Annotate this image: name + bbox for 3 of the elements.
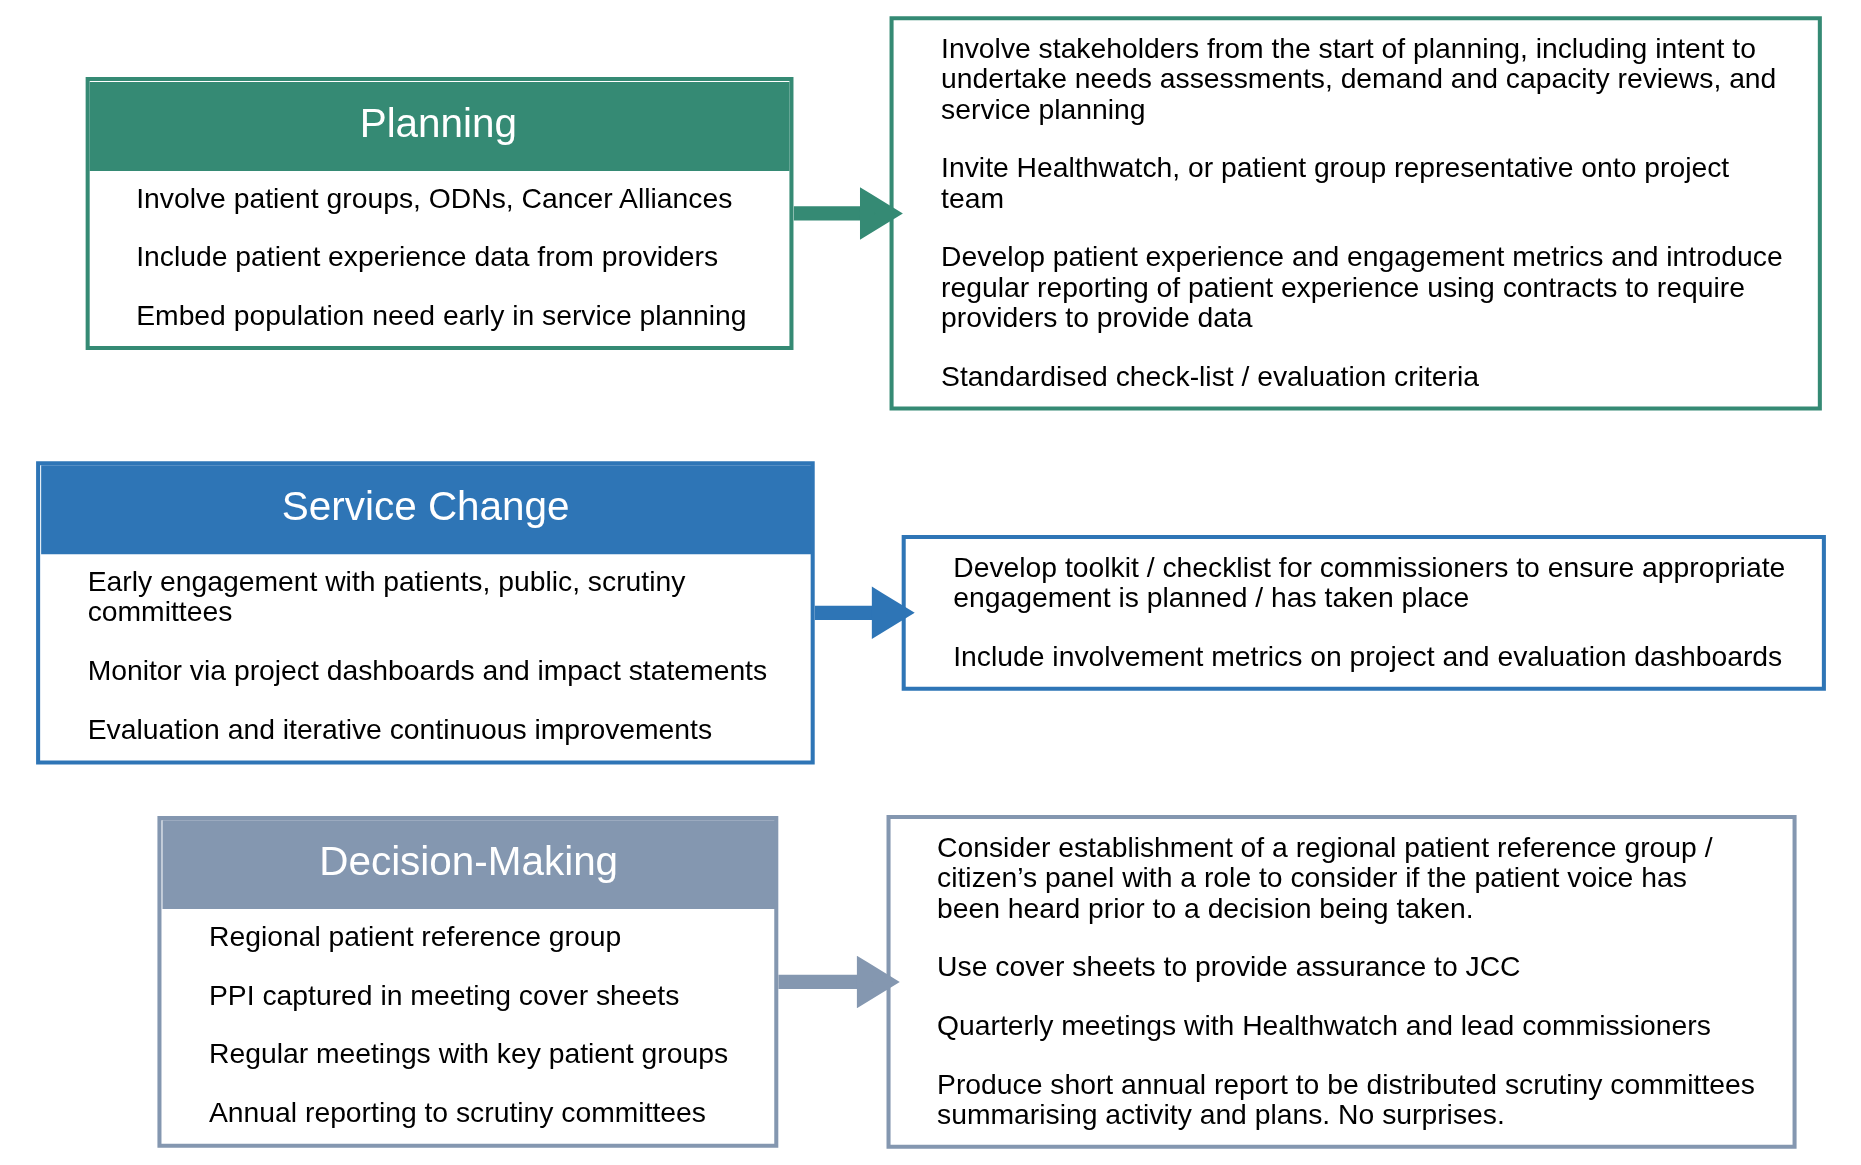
arrow: [777, 955, 900, 1009]
arrow: [793, 187, 903, 240]
arrow: [814, 586, 915, 640]
